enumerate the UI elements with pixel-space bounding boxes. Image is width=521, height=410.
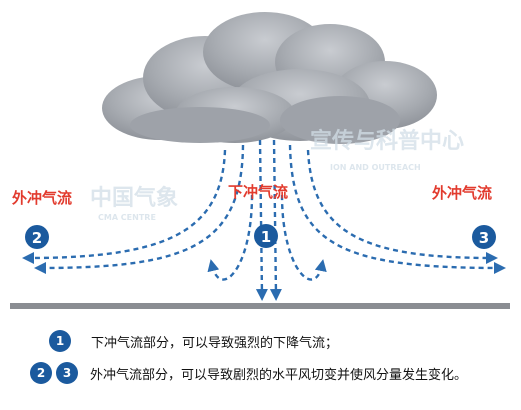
cloud — [102, 12, 437, 144]
legend-item-downdraft: 1 下冲气流部分，可以导致强烈的下降气流； — [49, 330, 338, 352]
right-outflow-label: 外冲气流 — [431, 184, 492, 202]
left-curl-arrow — [207, 194, 254, 281]
badge-2: 2 — [25, 225, 49, 249]
right-outflow-arrow-inner — [288, 144, 506, 274]
svg-text:2: 2 — [32, 229, 42, 247]
legend: 1 下冲气流部分，可以导致强烈的下降气流； 2 3 外冲气流部分，可以导致剧烈的… — [0, 330, 521, 400]
right-outflow-arrow-outer — [306, 149, 498, 264]
downdraft-label: 下冲气流 — [228, 183, 288, 201]
legend-badge-3: 3 — [56, 362, 78, 384]
legend-item-outflow: 2 3 外冲气流部分，可以导致剧烈的水平风切变并使风分量发生变化。 — [30, 362, 467, 384]
airflow-arrows — [22, 139, 506, 301]
legend-badge-1: 1 — [49, 330, 71, 352]
central-downdraft-arrow-right — [269, 139, 282, 301]
watermark-sub-right: ION AND OUTREACH — [330, 163, 421, 172]
central-downdraft-arrow-left — [255, 139, 268, 301]
legend-text-downdraft: 下冲气流部分，可以导致强烈的下降气流； — [91, 335, 339, 351]
ground-line — [10, 303, 510, 309]
legend-text-outflow: 外冲气流部分，可以导致剧烈的水平风切变并使风分量发生变化。 — [90, 367, 468, 383]
watermark-text-right: 宣传与科普中心 — [310, 128, 464, 154]
watermark-sub-left: CMA CENTRE — [98, 213, 156, 222]
watermark: 中国气象 宣传与科普中心 CMA CENTRE ION AND OUTREACH — [90, 128, 464, 222]
svg-text:3: 3 — [479, 229, 489, 247]
left-outflow-label: 外冲气流 — [11, 189, 72, 207]
left-outflow-arrow-outer — [22, 149, 227, 264]
right-curl-arrow — [280, 194, 327, 281]
watermark-text-left: 中国气象 — [90, 185, 178, 211]
svg-text:1: 1 — [261, 228, 271, 246]
badge-1: 1 — [254, 224, 278, 248]
badge-3: 3 — [472, 225, 496, 249]
legend-badge-2: 2 — [30, 362, 52, 384]
